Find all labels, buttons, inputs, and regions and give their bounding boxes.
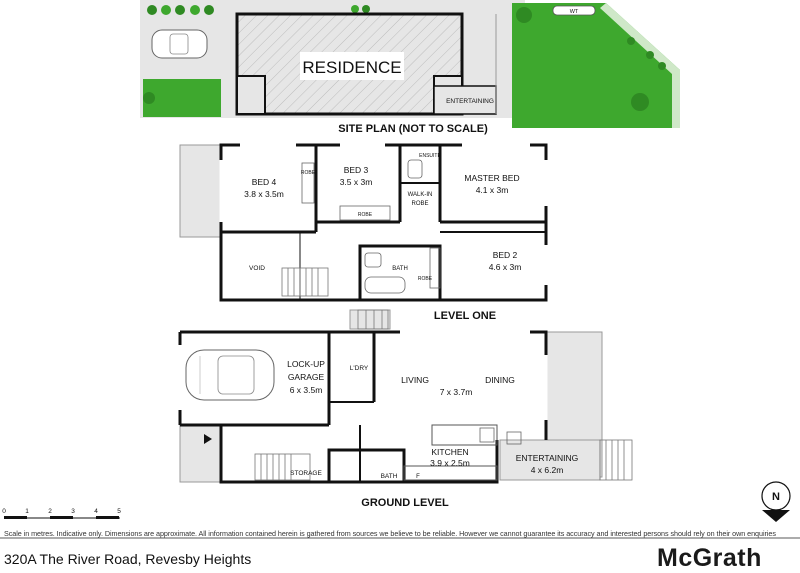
site-car-icon	[151, 29, 208, 59]
scale-tick-5: 5	[117, 508, 121, 515]
site-shrubs	[143, 5, 666, 111]
site-lawn-left	[143, 79, 221, 117]
walkin-robe-label: ROBE	[411, 201, 428, 207]
garage-label-line1: LOCK-UP	[287, 359, 325, 369]
site-plan-title: SITE PLAN (NOT TO SCALE)	[338, 123, 488, 135]
scale-tick-3: 3	[71, 508, 75, 515]
north-compass-icon: N	[761, 481, 791, 522]
ground-entertaining-label: ENTERTAINING	[516, 453, 579, 463]
bed3-label: BED 3	[344, 165, 369, 175]
disclaimer-text: Scale in metres. Indicative only. Dimens…	[4, 529, 776, 538]
bed3-robe-label: ROBE	[358, 212, 373, 218]
residence-footprint	[235, 12, 464, 116]
garage-size: 6 x 3.5m	[290, 385, 323, 395]
kitchen-label: KITCHEN	[431, 447, 468, 457]
void-label: VOID	[249, 265, 265, 272]
bed4-label: BED 4	[252, 177, 277, 187]
ensuite-label: ENSUITE	[419, 153, 441, 159]
entry-arrow-icon	[204, 434, 212, 444]
living-size: 7 x 3.7m	[440, 387, 473, 397]
scale-tick-1: 1	[25, 508, 29, 515]
site-entertaining-label: ENTERTAINING	[446, 98, 494, 105]
ground-entertaining-size: 4 x 6.2m	[531, 465, 564, 475]
bed3-size: 3.5 x 3m	[340, 177, 373, 187]
site-plan: RESIDENCE ENTERTAINING WT SITE PLAN (NOT…	[140, 0, 680, 135]
water-tank-label: WT	[570, 9, 579, 15]
garage-label-line2: GARAGE	[288, 372, 325, 382]
bed2-robe-label: ROBE	[418, 276, 433, 282]
level-one-title: LEVEL ONE	[434, 310, 496, 322]
site-lawn-right	[512, 3, 680, 128]
ground-level-plan: LOCK-UP GARAGE 6 x 3.5m L'DRY LIVING DIN…	[178, 309, 633, 509]
bed4-robe-label: ROBE	[301, 170, 316, 176]
brand-logo: McGrath	[657, 544, 762, 572]
bed2-label: BED 2	[493, 250, 518, 260]
laundry-label: L'DRY	[350, 365, 369, 372]
ground-level-title: GROUND LEVEL	[361, 497, 449, 509]
dining-label: DINING	[485, 375, 515, 385]
residence-label: RESIDENCE	[302, 58, 401, 77]
master-bed-size: 4.1 x 3m	[476, 185, 509, 195]
walkin-label: WALK-IN	[408, 192, 433, 198]
bed2-size: 4.6 x 3m	[489, 262, 522, 272]
storage-label: STORAGE	[290, 470, 322, 477]
level-one-plan: BED 4 3.8 x 3.5m BED 3 3.5 x 3m MASTER B…	[179, 143, 548, 322]
scale-tick-4: 4	[94, 508, 98, 515]
water-tank	[552, 5, 596, 16]
compass-label: N	[772, 491, 780, 503]
scale-bar: 0 1 2 3 4 5	[2, 508, 121, 519]
kitchen-size: 3.9 x 2.5m	[430, 458, 470, 468]
fridge-label: F	[416, 474, 420, 480]
living-label: LIVING	[401, 375, 429, 385]
scale-tick-2: 2	[48, 508, 52, 515]
scale-tick-0: 0	[2, 508, 6, 515]
ground-bath-label: BATH	[381, 473, 398, 480]
garage-car-icon	[185, 349, 275, 401]
bed4-size: 3.8 x 3.5m	[244, 189, 284, 199]
level-one-bath-label: BATH	[392, 266, 408, 272]
master-bed-label: MASTER BED	[464, 173, 519, 183]
property-address: 320A The River Road, Revesby Heights	[4, 551, 252, 567]
